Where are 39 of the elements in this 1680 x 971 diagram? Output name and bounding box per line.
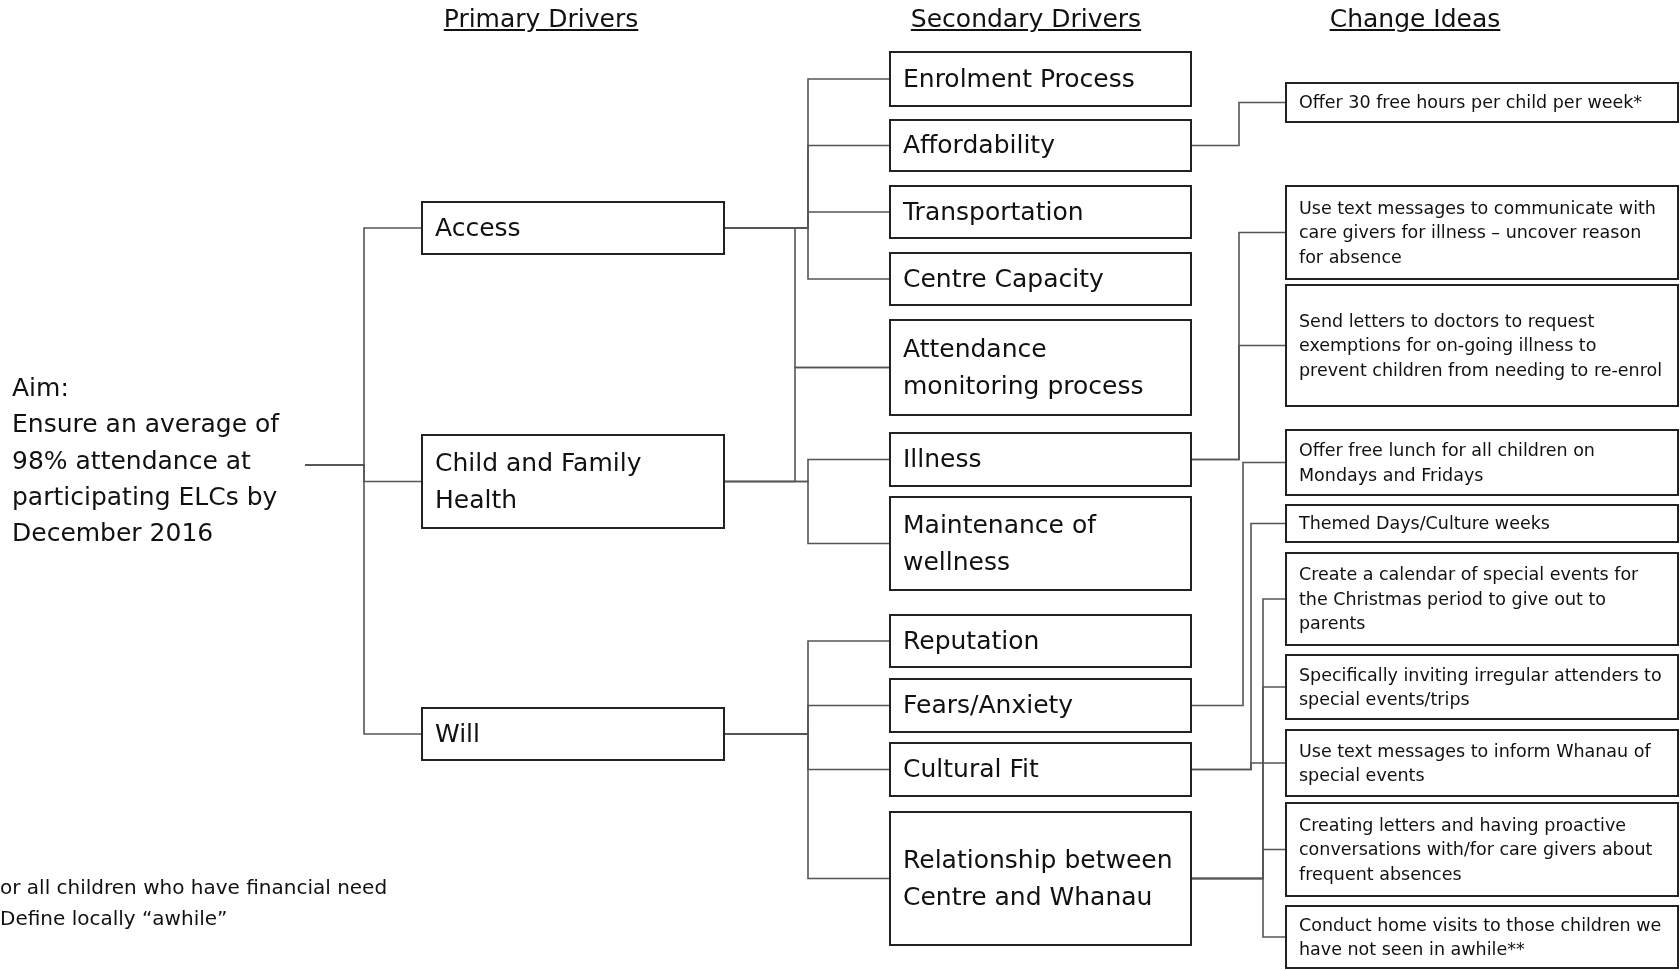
- change-idea-box: Send letters to doctors to request exemptions for on-going illness to prevent children from needing to re-enrol: [1285, 284, 1679, 407]
- secondary-driver-box: Attendance monitoring process: [889, 319, 1192, 416]
- secondary-driver-box: Relationship between Centre and Whanau: [889, 811, 1192, 946]
- secondary-driver-box: Affordability: [889, 119, 1192, 172]
- aim-statement: Ensure an average of 98% attendance at participating ELCs by December 2016: [12, 408, 281, 549]
- column-heading: Change Ideas: [1329, 4, 1501, 33]
- connector-line: [1191, 877, 1286, 938]
- connector-line: [724, 480, 890, 545]
- column-heading: Secondary Drivers: [910, 4, 1142, 33]
- secondary-driver-box: Illness: [889, 432, 1192, 487]
- primary-driver-box: Will: [421, 707, 725, 761]
- change-idea-box: Use text messages to inform Whanau of special events: [1285, 729, 1679, 797]
- secondary-driver-box: Centre Capacity: [889, 252, 1192, 306]
- change-idea-box: Offer free lunch for all children on Mondays and Fridays: [1285, 429, 1679, 496]
- connector-line: [1191, 762, 1286, 771]
- connector-line: [1191, 461, 1286, 707]
- change-idea-box: Conduct home visits to those children we have not seen in awhile**: [1285, 905, 1679, 969]
- connector-line: [724, 733, 890, 880]
- change-idea-box: Themed Days/Culture weeks: [1285, 504, 1679, 543]
- secondary-driver-box: Enrolment Process: [889, 51, 1192, 107]
- footnote: or all children who have financial need: [0, 875, 388, 899]
- primary-driver-box: Access: [421, 201, 725, 255]
- change-idea-box: Use text messages to communicate with care givers for illness – uncover reason for absence: [1285, 185, 1679, 280]
- connector-line: [304, 464, 422, 735]
- change-idea-box: Offer 30 free hours per child per week*: [1285, 82, 1679, 123]
- change-idea-box: Specifically inviting irregular attenders to special events/trips: [1285, 654, 1679, 720]
- aim-heading: Aim:: [12, 372, 70, 404]
- secondary-driver-box: Fears/Anxiety: [889, 678, 1192, 733]
- secondary-driver-box: Transportation: [889, 185, 1192, 239]
- secondary-driver-box: Maintenance of wellness: [889, 496, 1192, 591]
- connector-line: [1191, 101, 1286, 147]
- footnote: Define locally “awhile”: [0, 906, 228, 930]
- change-idea-box: Create a calendar of special events for the Christmas period to give out to parents: [1285, 552, 1679, 646]
- change-idea-box: Creating letters and having proactive conversations with/for care givers about frequent absences: [1285, 802, 1679, 897]
- primary-driver-box: Child and Family Health: [421, 434, 725, 529]
- column-heading: Primary Drivers: [443, 4, 639, 33]
- connector-line: [1191, 344, 1286, 461]
- secondary-driver-box: Cultural Fit: [889, 742, 1192, 797]
- secondary-driver-box: Reputation: [889, 614, 1192, 668]
